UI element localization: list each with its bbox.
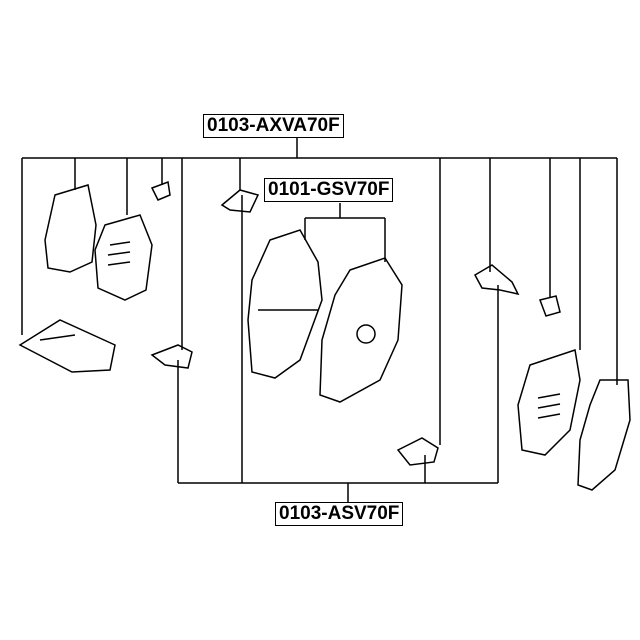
retainer-clip-top-left: [220, 189, 260, 213]
part-number-pad-set: 0101-GSV70F: [264, 178, 394, 202]
part-number-main-kit: 0103-AXVA70F: [203, 114, 344, 138]
leader-lines-main-kit: [21, 138, 618, 445]
clip-small-right: [539, 295, 561, 317]
shim-plate-left-outer: [44, 184, 97, 273]
retainer-clip-mid-left: [150, 344, 193, 369]
part-number-inner-kit: 0103-ASV70F: [275, 502, 404, 526]
shim-plate-left-inner: [94, 214, 153, 301]
pad-wear-indicator: [356, 324, 376, 344]
shim-slots-right: [537, 393, 561, 419]
shim-plate-right-inner: [517, 349, 581, 456]
shim-slots: [107, 241, 131, 266]
grease-packet: [18, 319, 116, 373]
brake-pad-outer: [247, 229, 323, 379]
clip-small-left: [150, 180, 171, 201]
shim-plate-right-outer: [577, 379, 631, 491]
brake-pad-inner: [319, 257, 403, 403]
retainer-clip-bottom-right: [396, 437, 439, 466]
retainer-clip-top-right: [473, 264, 520, 296]
leader-lines-pad-set: [304, 203, 386, 262]
leader-lines-inner-kit: [177, 195, 499, 502]
